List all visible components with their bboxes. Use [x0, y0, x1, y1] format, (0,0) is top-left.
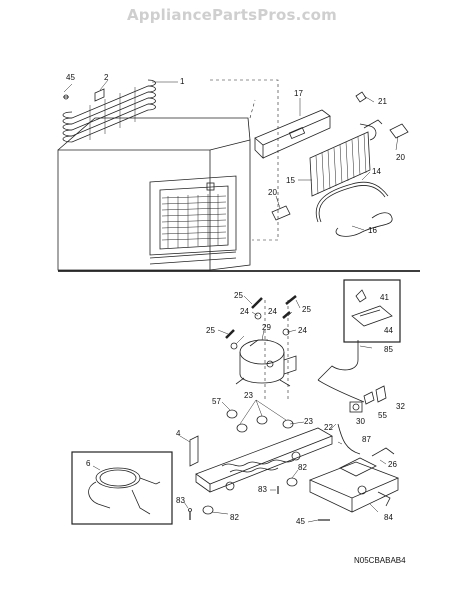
label-26: 26 — [388, 460, 397, 469]
bolt-24-right — [282, 311, 291, 319]
bolt-25-right — [285, 295, 297, 305]
label-6: 6 — [86, 459, 91, 468]
part-labels: 45 2 1 17 21 20 15 14 20 16 25 25 24 24 … — [66, 73, 405, 526]
drain-tube-14 — [315, 181, 389, 223]
cover-32 — [375, 385, 387, 403]
foot-82-left — [202, 505, 214, 515]
label-82-right: 82 — [298, 463, 307, 472]
label-2: 2 — [104, 73, 109, 82]
grommets-23-57 — [226, 399, 294, 433]
label-24-c: 24 — [298, 326, 307, 335]
label-24-a: 24 — [240, 307, 249, 316]
foot-82-right — [286, 477, 298, 487]
evaporator-cover — [254, 109, 331, 159]
base-plate — [195, 427, 333, 493]
label-17: 17 — [294, 89, 303, 98]
label-20-left: 20 — [268, 188, 277, 197]
label-25-c: 25 — [206, 326, 215, 335]
watermark-text: AppliancePartsPros.com — [127, 6, 337, 24]
label-44: 44 — [384, 326, 393, 335]
clip-55 — [363, 391, 375, 405]
bracket-20-left — [271, 205, 291, 221]
label-57: 57 — [212, 397, 221, 406]
condenser-coil — [62, 79, 156, 143]
relay-inset-box — [343, 279, 401, 343]
compressor — [235, 339, 297, 387]
drain-pan — [308, 457, 400, 513]
label-30: 30 — [356, 417, 365, 426]
diagram-code: N05CBABAB4 — [354, 556, 406, 565]
label-41: 41 — [380, 293, 389, 302]
label-29: 29 — [262, 323, 271, 332]
overload-30 — [349, 401, 363, 413]
label-83-left: 83 — [176, 496, 185, 505]
bolt-25-left — [251, 297, 263, 309]
cabinet-drawing — [57, 79, 279, 271]
label-45-lower: 45 — [296, 517, 305, 526]
label-83-right: 83 — [258, 485, 267, 494]
wire-harness-inset — [71, 451, 173, 525]
tube-85 — [317, 340, 365, 403]
mount-26 — [371, 447, 395, 457]
tube-87 — [337, 423, 361, 455]
clip-21 — [355, 91, 367, 103]
bracket-2 — [94, 88, 105, 102]
label-20-right: 20 — [396, 153, 405, 162]
label-32: 32 — [396, 402, 405, 411]
label-14: 14 — [372, 167, 381, 176]
label-85: 85 — [384, 345, 393, 354]
label-22: 22 — [324, 423, 333, 432]
label-16: 16 — [368, 226, 377, 235]
label-25-a: 25 — [234, 291, 243, 300]
label-45: 45 — [66, 73, 75, 82]
bolt-25-left-lower — [225, 329, 235, 339]
label-23-b: 23 — [304, 417, 313, 426]
label-84: 84 — [384, 513, 393, 522]
label-1: 1 — [180, 77, 185, 86]
heater-16 — [335, 212, 393, 237]
label-21: 21 — [378, 97, 387, 106]
screw-83-left — [188, 508, 192, 520]
label-87: 87 — [362, 435, 371, 444]
evaporator — [309, 119, 383, 197]
screw-45 — [63, 94, 69, 100]
grommet-24-c — [230, 342, 238, 350]
bracket-20-right — [389, 123, 409, 139]
label-82-left: 82 — [230, 513, 239, 522]
label-23-a: 23 — [244, 391, 253, 400]
label-15: 15 — [286, 176, 295, 185]
label-4: 4 — [176, 429, 181, 438]
label-24-b: 24 — [268, 307, 277, 316]
grommet-24-a — [254, 312, 262, 320]
label-55: 55 — [378, 411, 387, 420]
label-25-b: 25 — [302, 305, 311, 314]
part-4 — [189, 435, 199, 467]
